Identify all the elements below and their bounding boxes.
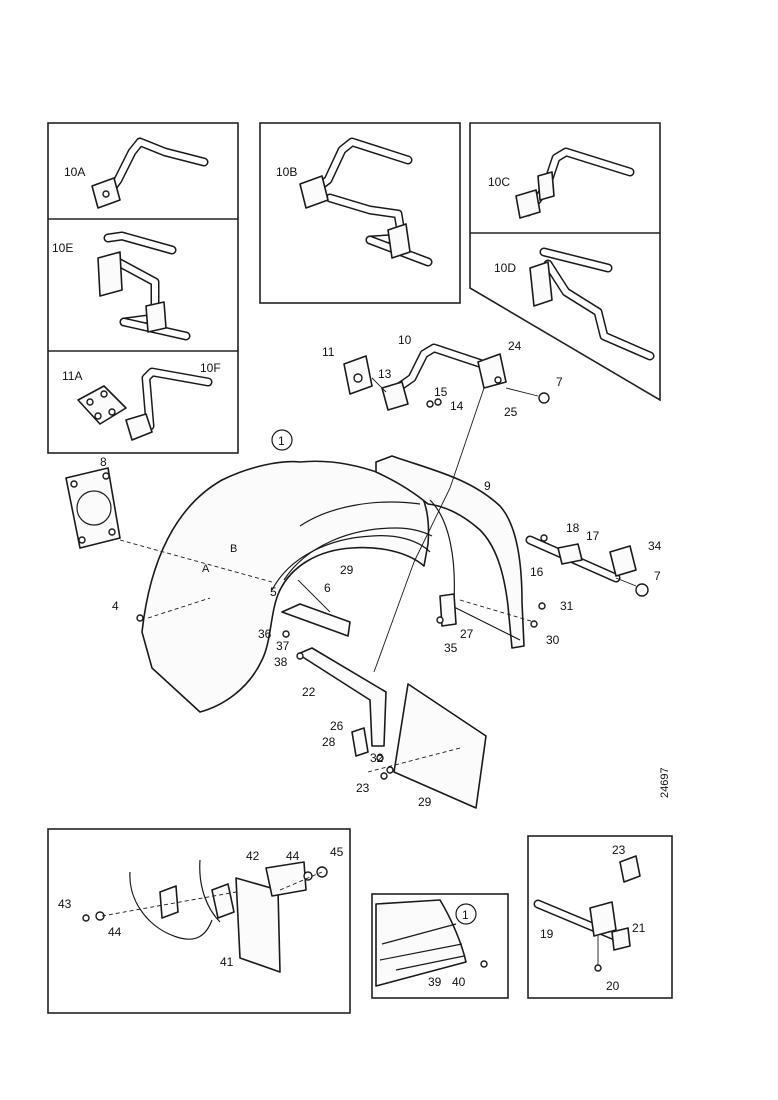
label-1: 1 (278, 434, 285, 448)
bracket-10B (299, 137, 433, 267)
label-1-circle: 1 (271, 429, 293, 451)
label-d45: 45 (330, 845, 344, 859)
label-d20: 20 (606, 979, 620, 993)
label-d40: 40 (452, 975, 466, 989)
label-d39: 39 (428, 975, 442, 989)
label-7a: 7 (556, 375, 563, 389)
label-d21: 21 (632, 921, 646, 935)
label-6: 6 (324, 581, 331, 595)
label-10B: 10B (276, 165, 297, 179)
fasteners-30-31 (436, 599, 546, 628)
inset-box-bottom-left (47, 828, 351, 1014)
label-4: 4 (112, 599, 119, 613)
bracket-10D (529, 247, 655, 361)
label-17: 17 (586, 529, 600, 543)
label-10E: 10E (52, 241, 73, 255)
label-d1: 1 (462, 908, 469, 922)
label-10C: 10C (488, 175, 510, 189)
label-10: 10 (398, 333, 412, 347)
svg-text:B: B (230, 543, 237, 555)
support-22 (281, 603, 387, 747)
label-31: 31 (560, 599, 574, 613)
label-d42: 42 (246, 849, 260, 863)
part-labels: 10A 10E 11A 10F 10B 10C 10D 11 10 24 13 … (52, 165, 671, 993)
label-7b: 7 (654, 569, 661, 583)
bracket-10C (515, 147, 635, 219)
label-33: 23 (356, 781, 370, 795)
label-d23: 23 (612, 843, 626, 857)
label-5: 5 (270, 585, 277, 599)
mounting-plate-8 (65, 467, 121, 549)
label-d41: 41 (220, 955, 234, 969)
mount-bracket-10 (343, 343, 550, 411)
label-10F: 10F (200, 361, 221, 375)
label-22: 22 (302, 685, 316, 699)
label-d44b: 44 (286, 849, 300, 863)
drawing-code: 24697 (659, 767, 671, 798)
inset-box-center (259, 122, 461, 304)
label-10A: 10A (64, 165, 85, 179)
label-28: 28 (322, 735, 336, 749)
inset-box-right (469, 122, 661, 402)
hardware-26-28 (351, 727, 394, 780)
label-35: 35 (444, 641, 458, 655)
label-d43: 43 (58, 897, 72, 911)
bracket-10F (77, 367, 213, 441)
label-11A: 11A (62, 369, 82, 383)
fender-detail-39 (375, 899, 488, 987)
label-14: 14 (450, 399, 464, 413)
label-30: 30 (546, 633, 560, 647)
label-9: 9 (484, 479, 491, 493)
fender-1: A B (119, 460, 433, 713)
label-27: 27 (460, 627, 474, 641)
label-d1-circle: 1 (455, 903, 477, 925)
bracket-10E (97, 231, 191, 341)
label-29a: 29 (340, 563, 354, 577)
step-16 (525, 534, 649, 597)
label-26: 26 (330, 719, 344, 733)
inset-box-left (47, 122, 239, 454)
label-34: 34 (648, 539, 662, 553)
label-24: 24 (508, 339, 522, 353)
label-10D: 10D (494, 261, 516, 275)
bracket-10A (91, 137, 209, 209)
label-16: 16 (530, 565, 544, 579)
label-37: 37 (276, 639, 290, 653)
inset-box-bottom-center (371, 893, 509, 999)
label-38: 38 (274, 655, 288, 669)
label-29b: 29 (418, 795, 432, 809)
step-assembly-19 (533, 855, 641, 972)
fender-9 (375, 455, 525, 649)
label-36: 36 (258, 627, 272, 641)
label-13: 13 (378, 367, 392, 381)
label-18: 18 (566, 521, 580, 535)
label-8: 8 (100, 455, 107, 469)
label-d19: 19 (540, 927, 554, 941)
label-25: 25 (504, 405, 518, 419)
bracket-assembly-41 (82, 859, 328, 973)
svg-text:A: A (202, 563, 210, 575)
inset-box-bottom-right (527, 835, 673, 999)
label-11: 11 (322, 345, 335, 359)
mud-flap-29 (367, 683, 487, 809)
label-15: 15 (434, 385, 448, 399)
label-32: 32 (370, 751, 384, 765)
label-d44a: 44 (108, 925, 122, 939)
leader-lines-main (297, 387, 485, 673)
